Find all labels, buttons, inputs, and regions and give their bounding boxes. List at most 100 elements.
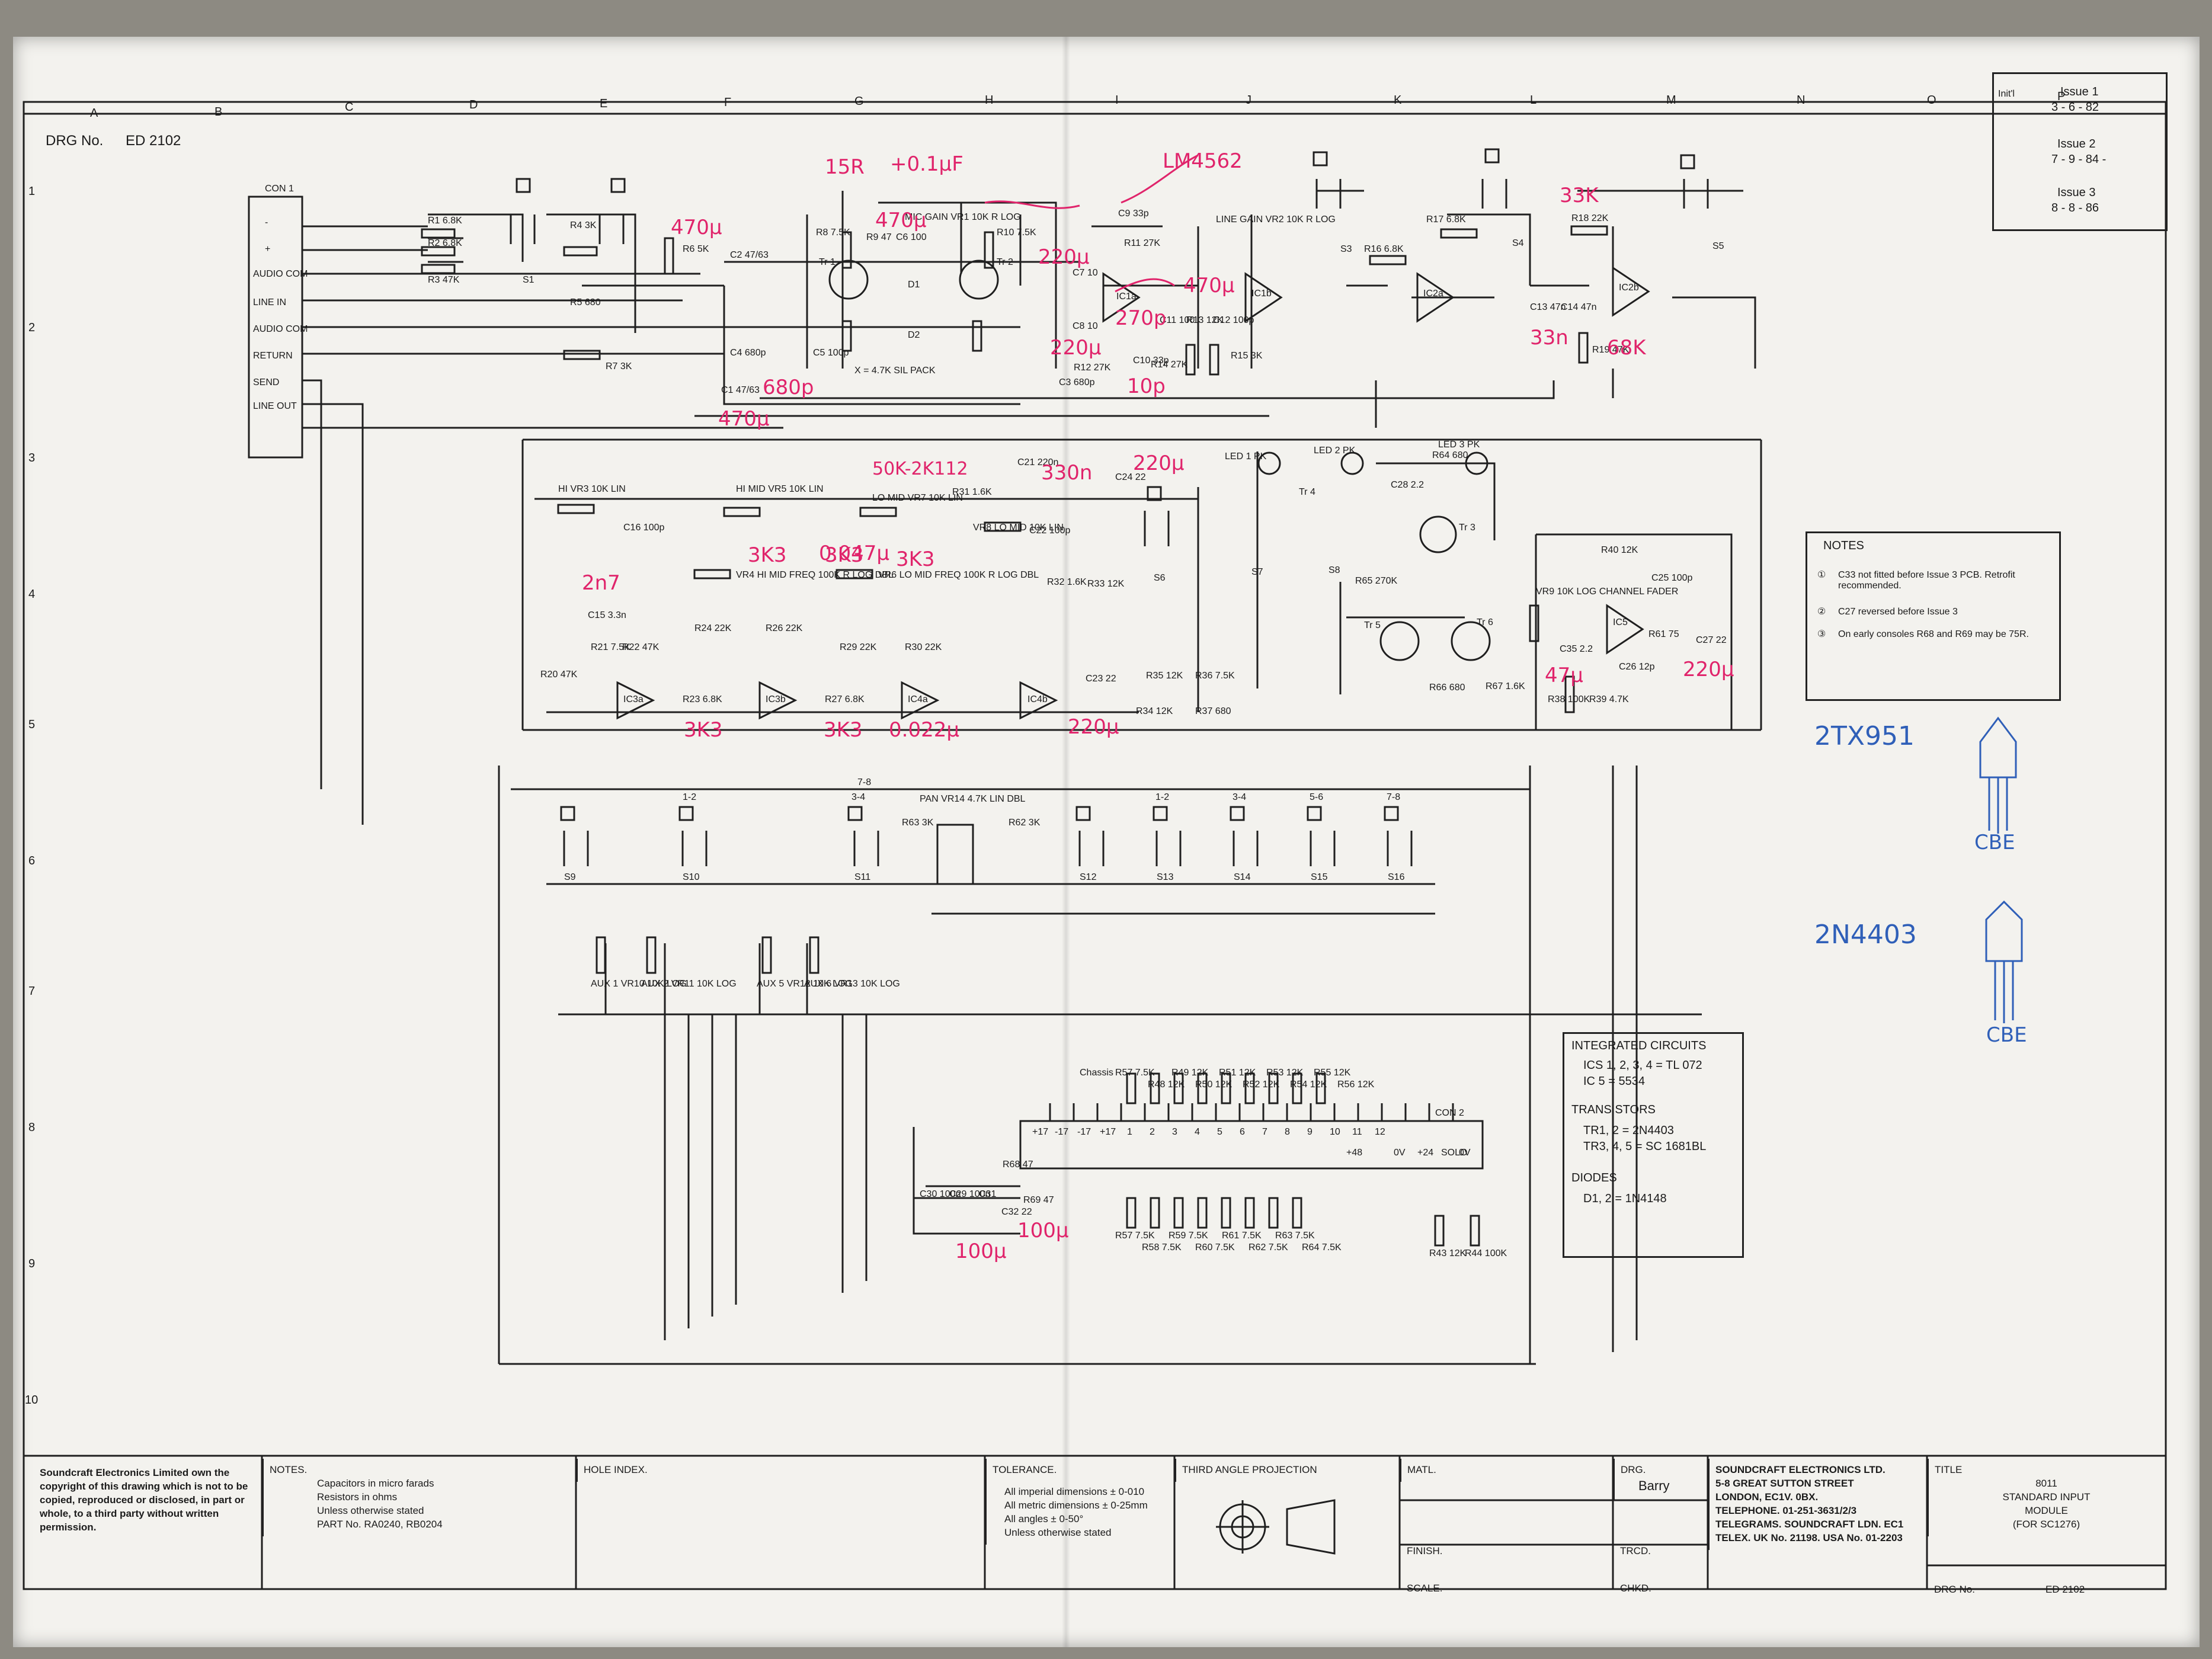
grid-col-d: D xyxy=(469,98,478,111)
grid-col-n: N xyxy=(1797,94,1806,107)
label-s9: S9 xyxy=(564,872,576,882)
label-s7: S7 xyxy=(1251,567,1263,577)
tb-notes: NOTES. Capacitors in micro farads Resist… xyxy=(262,1459,576,1536)
label-s11: S11 xyxy=(854,872,871,882)
red-note-27: 47µ xyxy=(1545,664,1583,687)
issue-1-title: Issue 1 xyxy=(2060,85,2099,98)
grid-row-8: 8 xyxy=(28,1121,36,1134)
label-vr9: VR9 10K LOG CHANNEL FADER xyxy=(1536,587,1679,597)
label-bus-r-bot-0: R57 7.5K xyxy=(1115,1231,1155,1241)
label-r37: R37 680 xyxy=(1195,706,1231,716)
label-r44: R44 100K xyxy=(1465,1248,1507,1258)
label-c30: C30 100n xyxy=(920,1189,961,1199)
con1-pin-line-out: LINE OUT xyxy=(253,401,297,411)
issue-2-date: 7 - 9 - 84 - xyxy=(2051,153,2107,166)
red-note-0: 15R xyxy=(825,155,865,179)
label-r24: R24 22K xyxy=(694,623,732,633)
red-note-13: 33n xyxy=(1530,326,1568,350)
label-vr6: VR6 LO MID FREQ 100K R LOG DBL xyxy=(878,570,1039,580)
notes-box xyxy=(1806,531,2061,701)
notes-item-2: C27 reversed before Issue 3 xyxy=(1838,607,1958,617)
label-s4: S4 xyxy=(1512,238,1524,248)
ic-box-diodes-title: DIODES xyxy=(1571,1171,1617,1184)
con2-pin-6: 3 xyxy=(1172,1127,1177,1137)
schematic-drawing xyxy=(23,101,2167,1590)
con1-pin-return: RETURN xyxy=(253,351,293,361)
label-s3: S3 xyxy=(1340,244,1352,254)
tb-tolerance: TOLERANCE. All imperial dimensions ± 0-0… xyxy=(985,1459,1174,1545)
red-note-14: 68K xyxy=(1607,336,1646,360)
grid-col-f: F xyxy=(724,96,732,109)
label-btn-bus-7-8: 7-8 xyxy=(1387,792,1401,802)
red-note-8: 470µ xyxy=(1183,274,1235,297)
label-tr2: Tr 2 xyxy=(997,257,1013,267)
red-note-22: 3K3 xyxy=(896,547,935,571)
tb-copyright: Soundcraft Electronics Limited own the c… xyxy=(34,1462,259,1539)
red-note-24: 3K3 xyxy=(824,718,863,742)
label-ic2b: IC2b xyxy=(1619,283,1639,293)
label-c9: C9 33p xyxy=(1118,209,1149,219)
label-bus-r-bot-7: R64 7.5K xyxy=(1302,1242,1342,1253)
label-c1: C1 47/63 xyxy=(721,385,760,395)
con2-pin-18: +24 xyxy=(1417,1148,1434,1158)
con1-pin-line-in: LINE IN xyxy=(253,297,287,308)
label-btn-bus-1-2: 1-2 xyxy=(1155,792,1170,802)
tb-tolerance-line-1: All metric dimensions ± 0-25mm xyxy=(1004,1499,1148,1511)
con2-pin-12: 9 xyxy=(1307,1127,1313,1137)
label-r6: R6 5K xyxy=(683,244,709,254)
issue-3-date: 8 - 8 - 86 xyxy=(2051,201,2099,214)
tb-tolerance-label: TOLERANCE. xyxy=(993,1464,1057,1475)
grid-col-j: J xyxy=(1246,94,1251,107)
red-note-25: 0.022µ xyxy=(889,718,959,742)
tb-title-label: TITLE xyxy=(1935,1464,1963,1475)
tb-matl: MATL. xyxy=(1400,1459,1613,1482)
red-note-11: 470µ xyxy=(718,407,770,431)
issue-init-label: Init'l xyxy=(1998,89,2015,99)
tb-tolerance-line-3: Unless otherwise stated xyxy=(1004,1526,1112,1538)
label-c25: C25 100p xyxy=(1651,573,1693,583)
notes-box-title: NOTES xyxy=(1823,539,1864,552)
label-c8: C8 10 xyxy=(1073,321,1098,331)
tb-hole-index: HOLE INDEX. xyxy=(576,1459,985,1482)
label-r69: R69 47 xyxy=(1023,1195,1054,1205)
con2-pin-1: -17 xyxy=(1055,1127,1069,1137)
label-ic4a: IC4a xyxy=(908,694,928,704)
grid-row-5: 5 xyxy=(28,718,36,731)
tb-drg-no-label: DRG No. xyxy=(1934,1584,1975,1595)
tb-title-1: STANDARD INPUT xyxy=(2002,1491,2091,1503)
con2-pin-13: 10 xyxy=(1330,1127,1340,1137)
label-c32: C32 22 xyxy=(1001,1207,1032,1217)
red-note-18: 2n7 xyxy=(582,571,620,595)
label-r7: R7 3K xyxy=(606,361,632,371)
label-r15: R15 3K xyxy=(1231,351,1263,361)
label-r31: R31 1.6K xyxy=(952,487,992,497)
red-note-7: 220µ xyxy=(1050,336,1102,360)
tb-notes-label: NOTES. xyxy=(270,1464,308,1475)
con2-pin-16: +48 xyxy=(1346,1148,1363,1158)
label-c3: C3 680p xyxy=(1059,377,1095,387)
red-note-9: 10p xyxy=(1127,374,1166,398)
label-bus-r-top-9: R56 12K xyxy=(1337,1080,1375,1090)
red-note-23: 3K3 xyxy=(684,718,723,742)
con1-label: CON 1 xyxy=(265,184,294,194)
tb-company-0: SOUNDCRAFT ELECTRONICS LTD. xyxy=(1715,1464,1886,1475)
grid-row-6: 6 xyxy=(28,854,36,867)
label-btn-7-8: 7-8 xyxy=(857,777,872,787)
label-r9: R9 47 xyxy=(866,232,892,242)
label-r61: R61 75 xyxy=(1648,629,1679,639)
label-c14: C14 47n xyxy=(1561,302,1597,312)
label-led2: LED 2 PK xyxy=(1314,446,1356,456)
label-r67: R67 1.6K xyxy=(1486,681,1525,691)
grid-row-4: 4 xyxy=(28,588,36,601)
issue-1-date: 3 - 6 - 82 xyxy=(2051,101,2099,114)
tb-notes-line-0: Capacitors in micro farads xyxy=(317,1477,434,1489)
con2-pin-7: 4 xyxy=(1195,1127,1200,1137)
label-r5: R5 680 xyxy=(570,297,601,308)
label-r14: R14 27K xyxy=(1151,360,1188,370)
label-r34: R34 12K xyxy=(1136,706,1173,716)
grid-col-a: A xyxy=(90,107,98,120)
tb-drg: DRG. Barry xyxy=(1613,1459,1708,1500)
red-note-16: 220µ xyxy=(1133,451,1185,475)
label-c23: C23 22 xyxy=(1086,674,1116,684)
tb-tolerance-line-0: All imperial dimensions ± 0-010 xyxy=(1004,1485,1145,1497)
